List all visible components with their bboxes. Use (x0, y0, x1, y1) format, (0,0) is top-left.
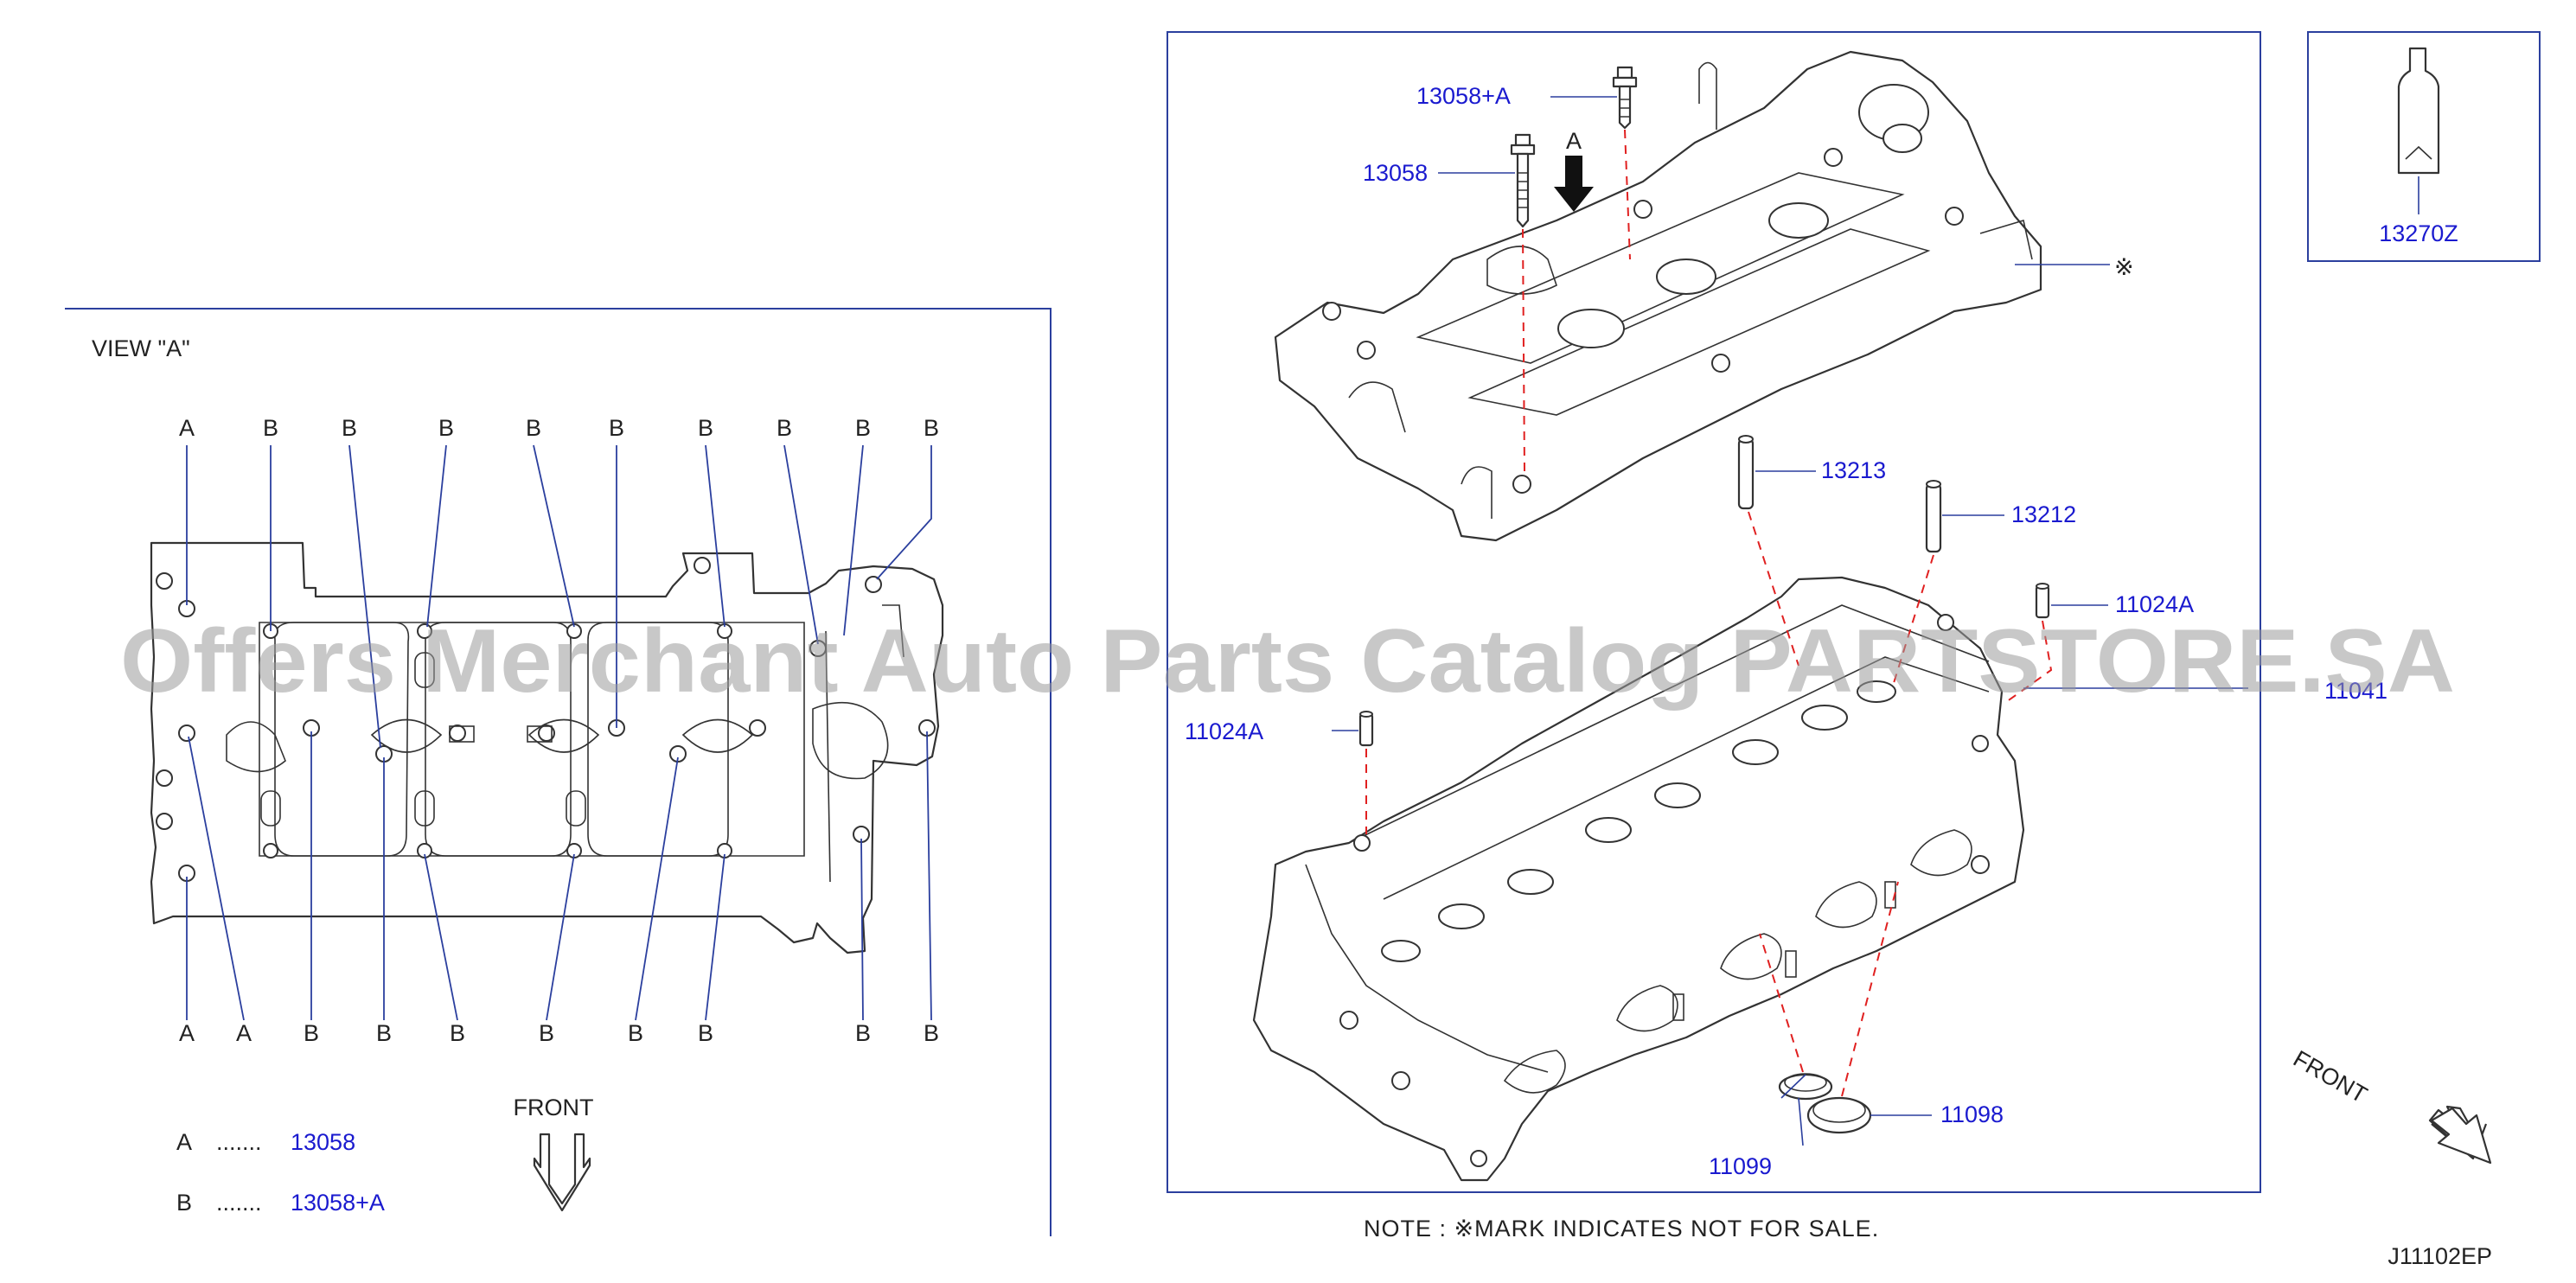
bolt-13058-drawing (1510, 133, 1536, 228)
view-a-title: VIEW "A" (92, 335, 190, 361)
seal-11098-line (1841, 881, 1899, 1097)
part-number-11041[interactable]: 11041 (2324, 678, 2387, 704)
part-number-11024a-left[interactable]: 11024A (1185, 718, 1263, 744)
bolt-label-top: B (263, 415, 278, 441)
callout-leaders (1332, 96, 2248, 1146)
bolt-label-top: B (609, 415, 624, 441)
part-number-11098[interactable]: 11098 (1940, 1101, 2004, 1127)
bolt-label-top: B (342, 415, 357, 441)
front-label: FRONT (2289, 1045, 2372, 1107)
part-number-13058[interactable]: 13058 (1363, 160, 1428, 186)
dowel-right-drawing (2035, 583, 2050, 619)
view-a-bottom-labels: A A B B B B B B B B (179, 1020, 939, 1046)
bolt-label-bottom: B (450, 1020, 465, 1046)
bolt-label-bottom: B (539, 1020, 554, 1046)
bolt-label-bottom: B (855, 1020, 871, 1046)
bolt-label-top: B (777, 415, 792, 441)
seal-11098-drawing (1806, 1096, 1872, 1134)
inset-panel: 13270Z (2307, 31, 2541, 262)
part-number-11099[interactable]: 11099 (1709, 1153, 1772, 1179)
bolt-label-top: B (698, 415, 713, 441)
legend-dots: ....... (216, 1129, 262, 1155)
valve-guide-13213-drawing (1737, 435, 1755, 510)
bolt-label-bottom: B (304, 1020, 319, 1046)
bolt-label-top: B (855, 415, 871, 441)
front-arrow-diagonal: FRONT (2289, 1045, 2492, 1165)
bolt-label-bottom: A (236, 1020, 252, 1046)
guide-13212-line (1893, 554, 1934, 684)
bolt-label-bottom: B (924, 1020, 939, 1046)
legend-key: A (176, 1129, 192, 1155)
view-a-arrow-label: A (1566, 128, 1582, 154)
legend-part-number[interactable]: 13058 (291, 1129, 355, 1155)
bolt-label-bottom: B (698, 1020, 713, 1046)
view-a-legend: A ....... 13058 B ....... 13058+A (176, 1129, 385, 1216)
camshaft-bracket-drawing (1274, 50, 2042, 542)
not-for-sale-mark: ※ (2114, 254, 2134, 280)
bolt-label-top: A (179, 415, 195, 441)
diagram-code: J11102EP (2387, 1243, 2492, 1269)
view-a-panel: VIEW "A" A B B B B B B B B B A A B B B B… (65, 308, 1051, 1236)
front-label: FRONT (514, 1095, 594, 1120)
part-number-13213[interactable]: 13213 (1821, 457, 1886, 483)
dowel-right-line (2005, 620, 2053, 703)
main-panel: A (1167, 31, 2492, 1242)
part-number-13058a[interactable]: 13058+A (1416, 83, 1511, 109)
bolt-label-bottom: B (376, 1020, 392, 1046)
bolt-label-top: B (526, 415, 541, 441)
legend-dots: ....... (216, 1190, 262, 1216)
bolt-label-bottom: A (179, 1020, 195, 1046)
cylinder-head-drawing (1252, 576, 2025, 1182)
bolt-label-bottom: B (628, 1020, 643, 1046)
valve-guide-13212-drawing (1925, 480, 1942, 553)
seal-11099-line (1759, 933, 1804, 1073)
part-number-13212[interactable]: 13212 (2011, 501, 2076, 527)
watermark-text: Offers Merchant Auto Parts Catalog PARTS… (120, 611, 2455, 712)
bolt-13058a-guide-line (1624, 129, 1631, 260)
legend-key: B (176, 1190, 192, 1216)
dowel-left-drawing (1358, 711, 1374, 747)
view-a-top-labels: A B B B B B B B B B (179, 415, 939, 441)
view-a-leaders (186, 444, 932, 1021)
part-number-13270z[interactable]: 13270Z (2379, 220, 2458, 246)
seal-11099-drawing (1778, 1073, 1833, 1101)
sealant-tube-drawing (2397, 47, 2440, 175)
bolt-13058a-drawing (1612, 66, 1638, 130)
legend-part-number[interactable]: 13058+A (291, 1190, 385, 1216)
not-for-sale-note: NOTE : ※MARK INDICATES NOT FOR SALE. (1364, 1216, 1879, 1242)
bolt-label-top: B (924, 415, 939, 441)
view-a-direction-arrow: A (1554, 128, 1594, 212)
front-arrow-down: FRONT (514, 1095, 594, 1212)
bolt-label-top: B (438, 415, 454, 441)
guide-13213-line (1748, 511, 1799, 667)
part-number-11024a-right[interactable]: 11024A (2115, 591, 2194, 617)
